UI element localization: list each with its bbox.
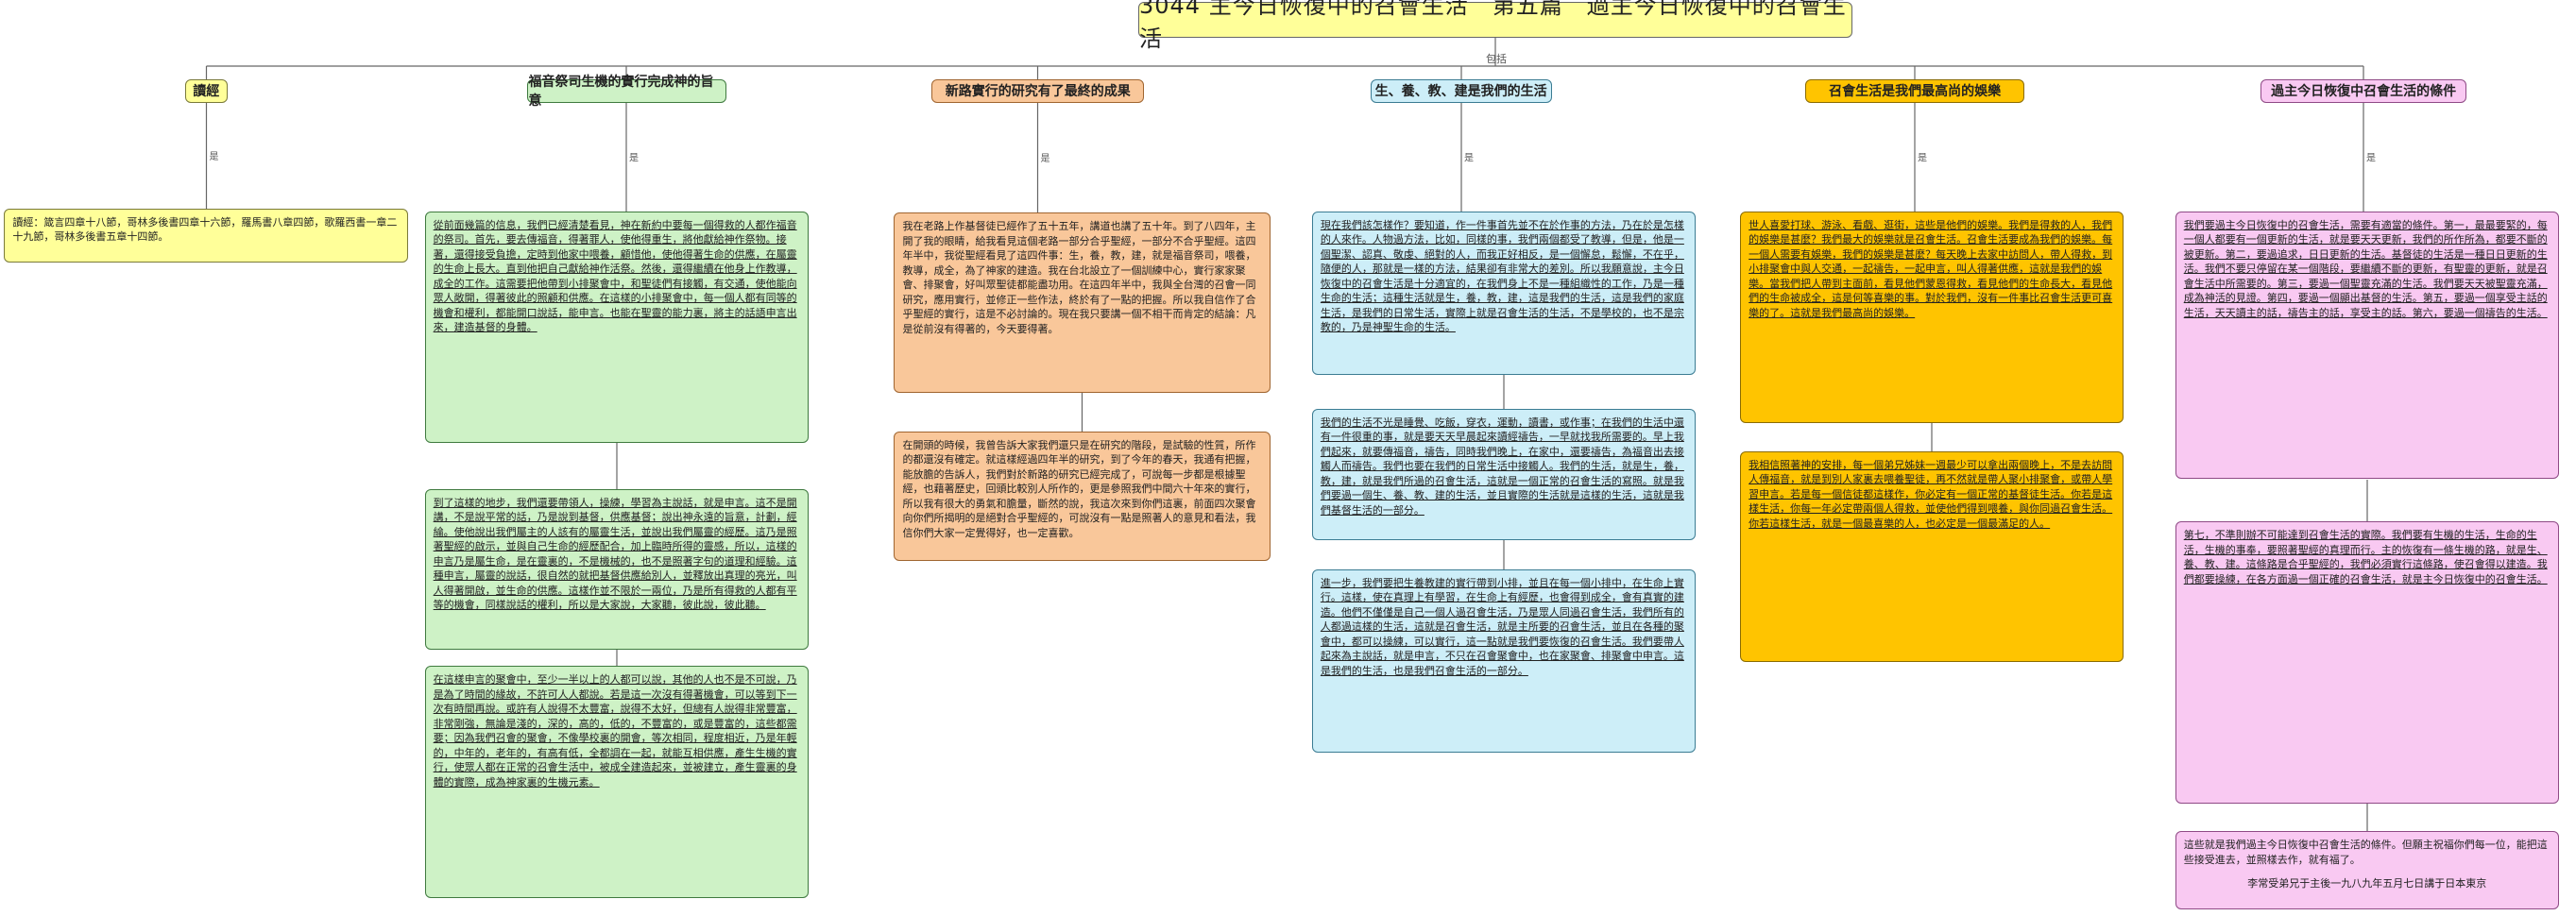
edge-label-3: 是 bbox=[1464, 153, 1474, 164]
branch-header-recreation: 召會生活是我們最高尚的娛樂 bbox=[1805, 78, 2025, 103]
edge-label-1: 是 bbox=[629, 153, 639, 164]
new-way-box-2: 在開頭的時候，我曾告訴大家我們還只是在研究的階段，是試驗的性質，所作的都還沒有確… bbox=[894, 431, 1271, 561]
edge-label-2: 是 bbox=[1041, 153, 1050, 164]
scripture-box: 讀經：箴言四章十八節，哥林多後書四章十六節，羅馬書八章四節，歌羅西書一章二十九節… bbox=[4, 208, 409, 263]
branch-header-life: 生、養、教、建是我們的生活 bbox=[1370, 78, 1552, 103]
edge-label-5: 是 bbox=[2366, 153, 2376, 164]
recreation-box-1: 世人喜愛打球、游泳、看戲、逛街，這些是他們的娛樂。我們是得救的人，我們的娛樂是甚… bbox=[1740, 211, 2124, 423]
conditions-box-3: 這些就是我們過主今日恢復中召會生活的條件。但願主祝福你們每一位，能把這些接受進去… bbox=[2175, 831, 2559, 909]
branch-header-gospel-priests: 福音祭司生機的實行完成神的旨意 bbox=[527, 75, 726, 109]
root-link-label: 包括 bbox=[1486, 53, 1507, 65]
conditions-closing-text: 這些就是我們過主今日恢復中召會生活的條件。但願主祝福你們每一位，能把這些接受進去… bbox=[2183, 839, 2548, 866]
edge-label-4: 是 bbox=[1918, 153, 1927, 164]
gospel-box-3: 在這樣申言的聚會中，至少一半以上的人都可以說，其他的人也不是不可說，乃是為了時間… bbox=[424, 666, 809, 899]
life-box-3: 進一步，我們要把生養教建的實行帶到小排，並且在每一個小排中，在生命上實行。這樣，… bbox=[1311, 568, 1697, 753]
gospel-box-1: 從前面幾篇的信息，我們已經清楚看見，神在新約中要每一個得救的人都作福音的祭司。首… bbox=[424, 211, 809, 443]
conditions-box-2: 第七，不準則辦不可能達到召會生活的實際。我們要有生機的生活，生命的生活，生機的事… bbox=[2175, 521, 2559, 804]
recreation-box-2: 我相信照著神的安排，每一個弟兄姊妹一週最少可以拿出兩個晚上，不是去訪問人傳福音，… bbox=[1740, 450, 2124, 663]
life-box-2: 我們的生活不光是睡覺、吃飯，穿衣，運動，讀書，或作事；在我們的生活中還有一件很重… bbox=[1311, 408, 1697, 540]
branch-header-new-way: 新路實行的研究有了最終的成果 bbox=[931, 78, 1145, 103]
branch-header-conditions: 過主今日恢復中召會生活的條件 bbox=[2260, 78, 2466, 103]
new-way-box-1: 我在老路上作基督徒已經作了五十五年，講道也講了五十年。到了八四年，主開了我的眼睛… bbox=[894, 212, 1271, 393]
speaker-attribution: 李常受弟兄于主後一九八九年五月七日講于日本東京 bbox=[2247, 877, 2487, 891]
life-box-1: 現在我們該怎樣作？要知道，作一件事首先並不在於作事的方法，乃在於是怎樣的人來作。… bbox=[1311, 211, 1697, 375]
diagram-title: 3044 主今日恢復中的召會生活 第五篇 過主今日恢復中的召會生活 bbox=[1138, 0, 1852, 52]
gospel-box-2: 到了這樣的地步，我們還要帶領人，操練，學習為主說話，就是申言。這不是開講，不是說… bbox=[424, 488, 809, 650]
branch-header-scripture: 讀經 bbox=[184, 78, 228, 103]
edge-label-0: 是 bbox=[210, 151, 219, 162]
conditions-box-1: 我們要過主今日恢復中的召會生活，需要有適當的條件。第一，最最要緊的，每一個人都要… bbox=[2175, 211, 2559, 480]
